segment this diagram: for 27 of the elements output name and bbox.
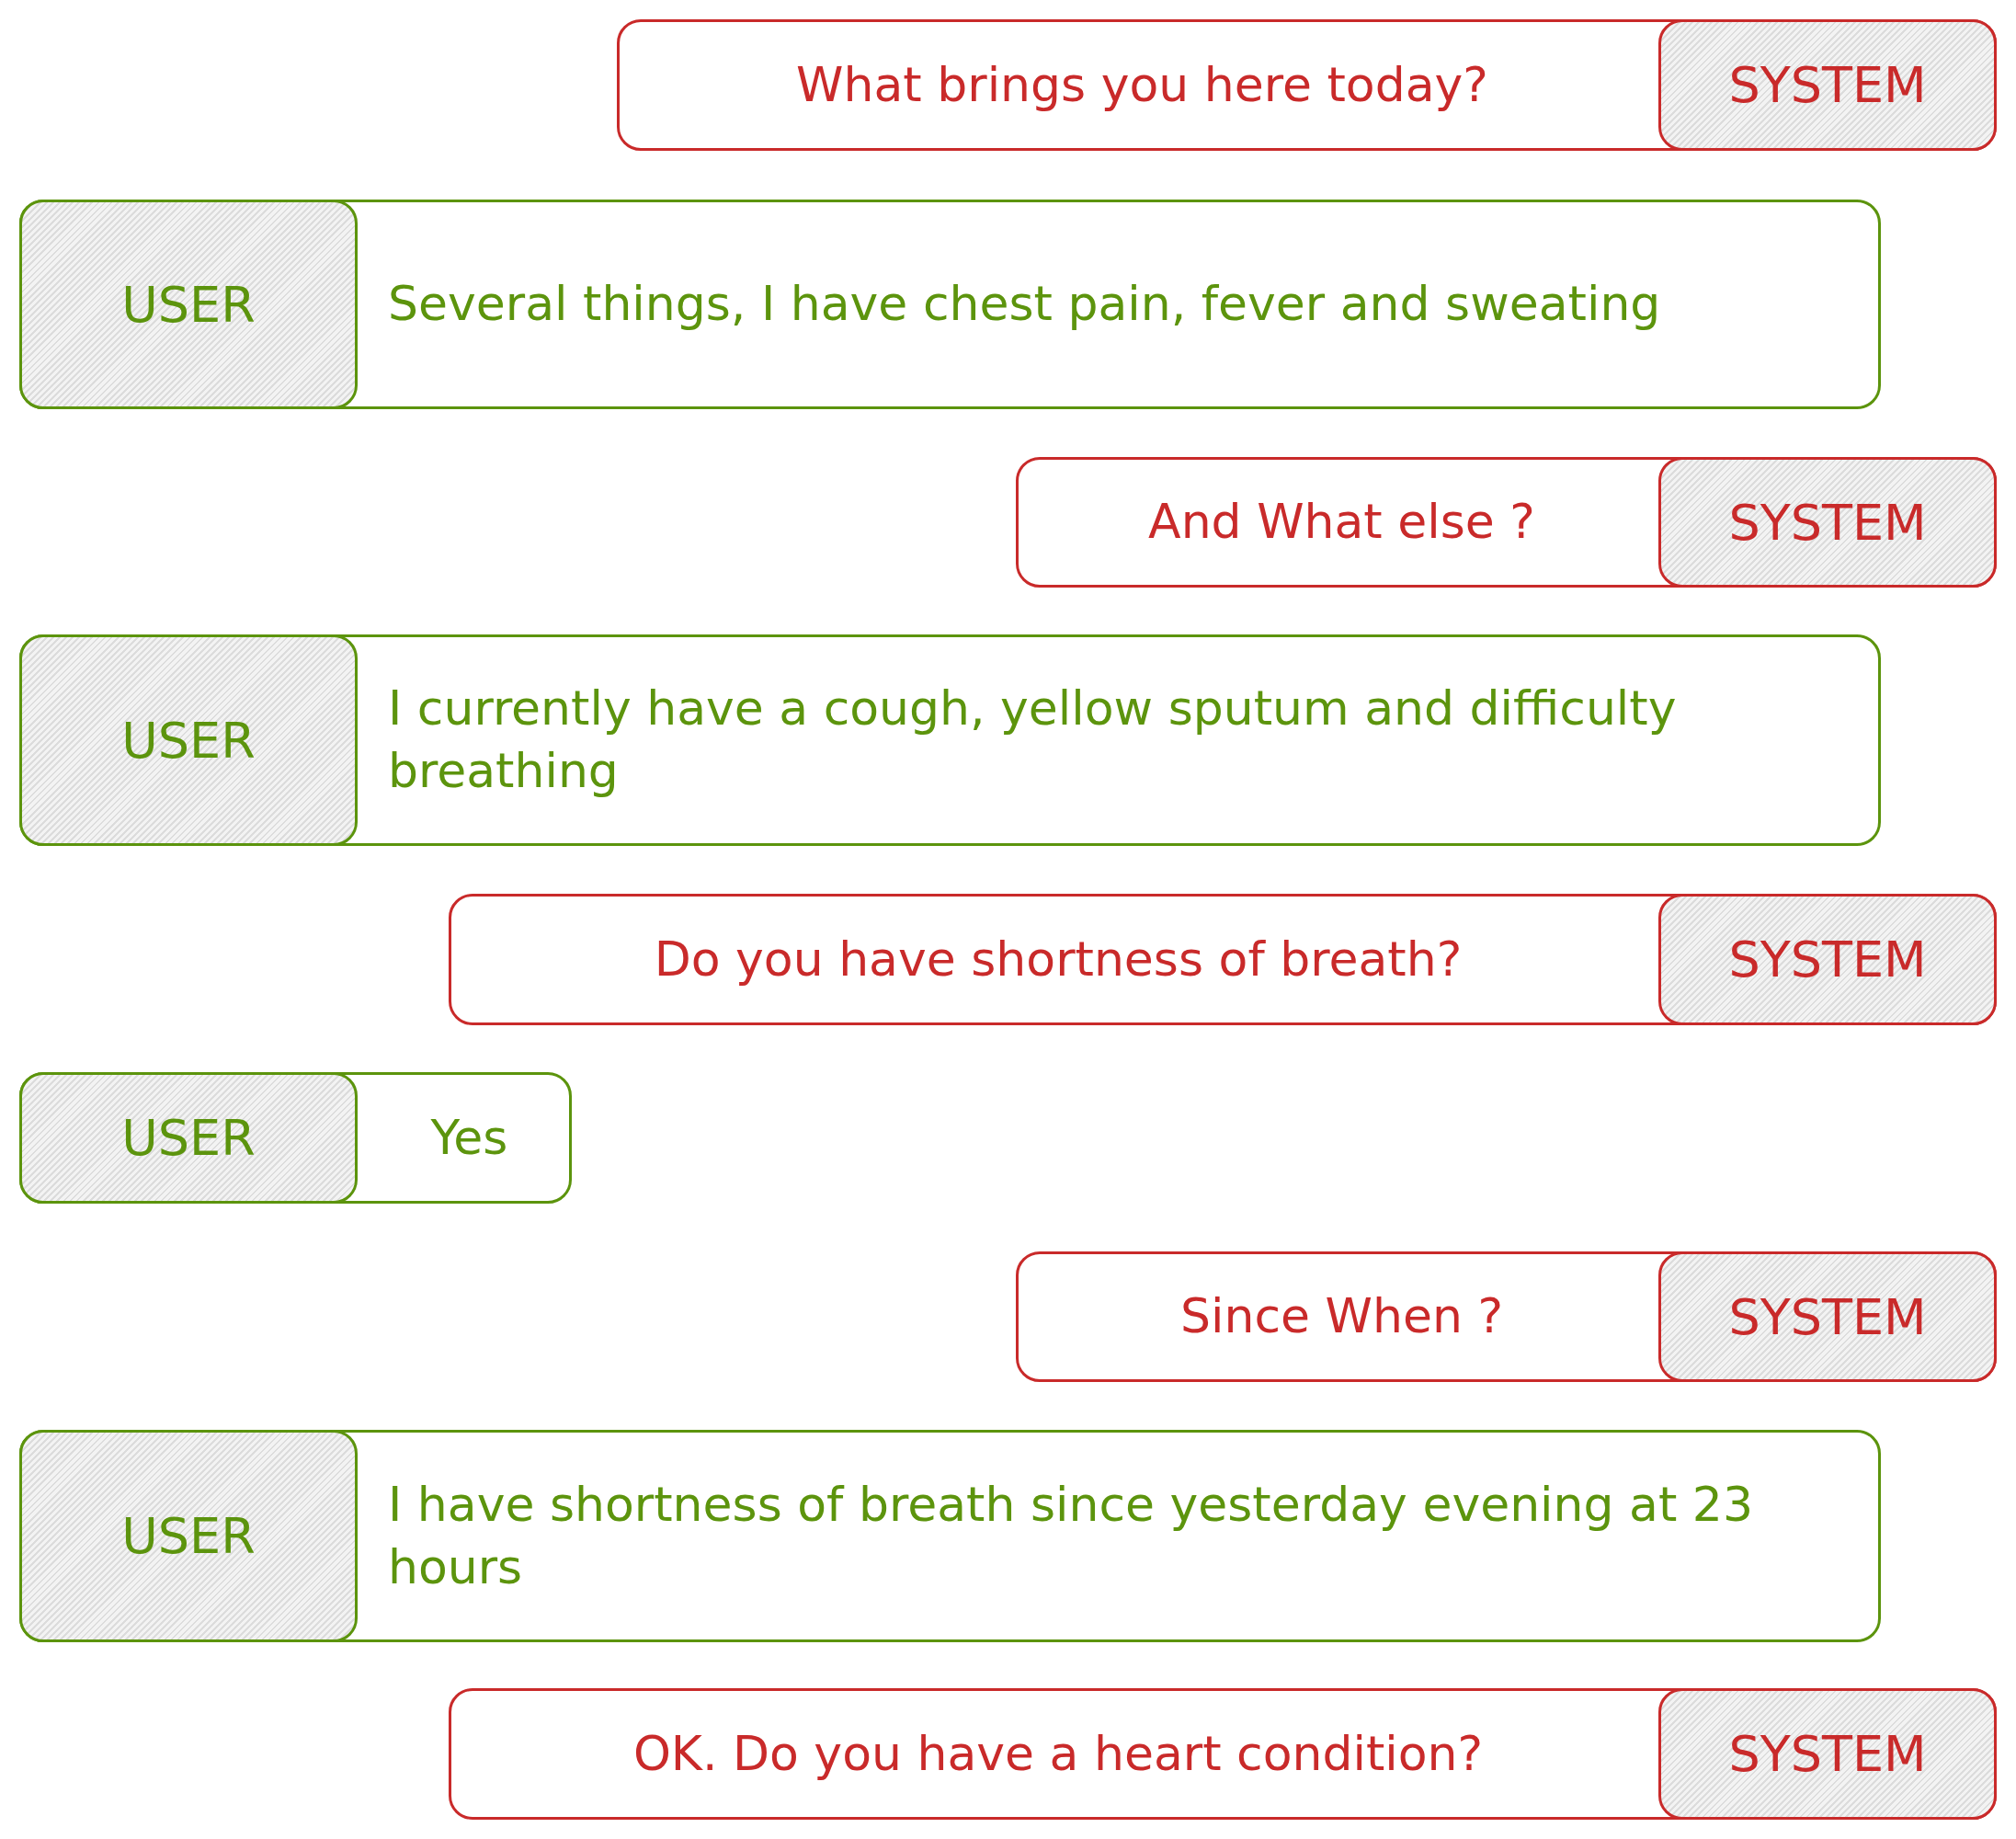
message-bubble: [19, 200, 1881, 409]
message-text: What brings you here today?: [796, 55, 1488, 114]
speaker-tag: USER: [19, 1430, 358, 1642]
speaker-tag: SYSTEM: [1658, 1251, 1997, 1382]
speaker-tag: SYSTEM: [1658, 894, 1997, 1025]
speaker-tag: USER: [19, 200, 358, 409]
speaker-tag: USER: [19, 1072, 358, 1204]
message-bubble: [449, 894, 1997, 1025]
message-bubble: [1016, 457, 1997, 588]
message-text: Yes: [430, 1108, 508, 1167]
speaker-tag: SYSTEM: [1658, 19, 1997, 151]
message-bubble: [19, 1430, 1881, 1642]
message-bubble: [19, 634, 1881, 846]
message-text: OK. Do you have a heart condition?: [632, 1724, 1484, 1783]
speaker-tag: SYSTEM: [1658, 457, 1997, 588]
message-text: Several things, I have chest pain, fever and sweating: [388, 275, 1661, 334]
message-bubble: [1016, 1251, 1997, 1382]
speaker-tag: SYSTEM: [1658, 1688, 1997, 1820]
message-text: And What else ?: [1148, 493, 1535, 552]
message-text: Do you have shortness of breath?: [654, 930, 1463, 988]
message-text: I currently have a cough, yellow sputum and difficulty breathing: [388, 680, 1678, 800]
speaker-tag: USER: [19, 634, 358, 846]
message-bubble: [19, 1072, 572, 1204]
message-bubble: [449, 1688, 1997, 1820]
message-text: I have shortness of breath since yesterday evening at 23 hours: [388, 1475, 1754, 1596]
message-bubble: [617, 19, 1997, 151]
message-text: Since When ?: [1180, 1287, 1503, 1346]
